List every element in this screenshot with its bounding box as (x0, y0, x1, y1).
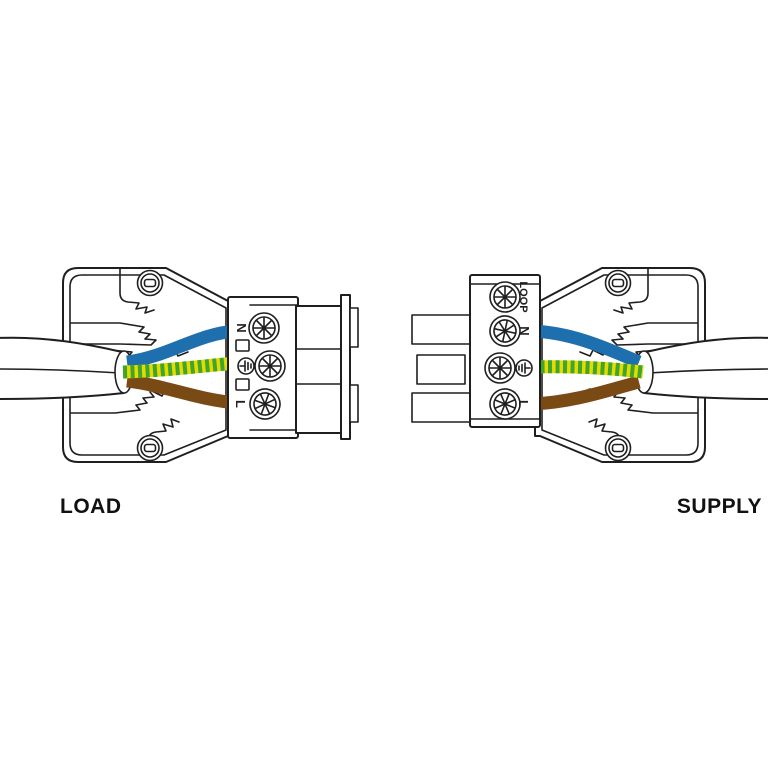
load-terminal-screw-earth (254, 350, 286, 382)
supply-earth-wire (532, 360, 644, 379)
load-brown-wire (126, 374, 238, 410)
supply-earth-symbol-icon (515, 359, 533, 377)
load-connector: N L (0, 268, 359, 462)
load-terminal-block: N L (227, 296, 299, 439)
supply-terminal-l-label: L (516, 400, 531, 408)
supply-socket-contacts (411, 314, 471, 423)
supply-label: SUPPLY (677, 495, 762, 518)
load-plug-face (295, 294, 359, 440)
load-terminal-n-label: N (234, 323, 249, 332)
load-blue-wire (126, 324, 238, 369)
supply-brown-wire (532, 375, 641, 411)
load-terminal-screw-n (248, 312, 280, 344)
supply-terminal-block: LOOP N L (469, 274, 541, 428)
load-earth-wire (122, 356, 238, 379)
load-terminal-l-label: L (233, 400, 248, 408)
supply-terminal-screw-earth (484, 352, 516, 384)
supply-terminal-n-label: N (517, 326, 532, 335)
load-earth-symbol-icon (237, 357, 255, 375)
load-label: LOAD (60, 495, 122, 518)
supply-terminal-screw-loop (489, 281, 521, 313)
supply-connector: LOOP N L (411, 268, 768, 462)
supply-blue-wire (532, 324, 642, 369)
supply-terminal-loop-label: LOOP (517, 281, 529, 312)
